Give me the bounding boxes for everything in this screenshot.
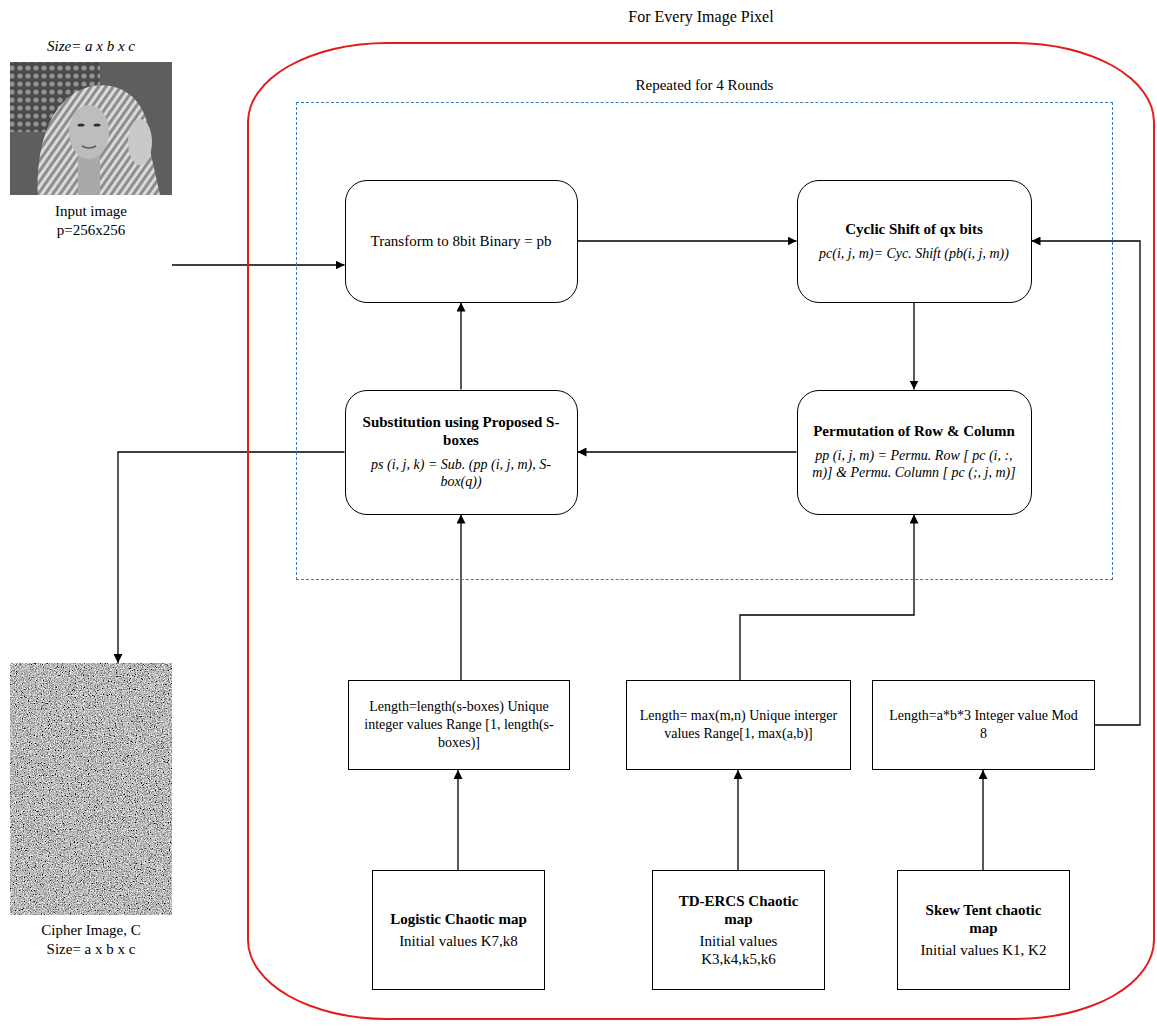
- chaotic-map-box: Skew Tent chaotic mapInitial values K1, …: [897, 870, 1070, 990]
- group-heading: Repeated for 4 Rounds: [297, 77, 1112, 94]
- flow-arrow: [578, 240, 797, 241]
- image-caption: Cipher Image, C Size= a x b x c: [28, 921, 154, 959]
- process-box: Substitution using Proposed S-boxes ps (i…: [345, 390, 578, 515]
- text-group: Substitution using Proposed S-boxes ps (i…: [358, 413, 565, 491]
- initial-values: Initial values K3,k4,k5,k6: [665, 932, 812, 968]
- flow-arrow: [740, 515, 914, 681]
- text-group: Transform to 8bit Binary = pb: [358, 232, 565, 250]
- chaotic-map-box: TD-ERCS Chaotic mapInitial values K3,k4,…: [652, 870, 825, 990]
- text-group: TD-ERCS Chaotic mapInitial values K3,k4,…: [665, 892, 812, 968]
- photo-scarf: [38, 85, 160, 195]
- box-title: Logistic Chaotic map: [385, 910, 532, 928]
- formula: pp (i, j, m) = Permu. Row [ pc (i, :, m)…: [810, 448, 1019, 482]
- formula: pc(i, j, m)= Cyc. Shift (pb(i, j, m)): [810, 246, 1019, 263]
- box-title: Cyclic Shift of qx bits: [810, 220, 1019, 238]
- initial-values: Initial values K7,k8: [385, 932, 532, 950]
- box-title: Substitution using Proposed S-boxes: [358, 413, 565, 449]
- keystream-box: Length=length(s-boxes) Unique integer va…: [348, 680, 570, 770]
- flow-arrow: [457, 770, 458, 870]
- text-group: Permutation of Row & Column pp (i, j, m) …: [810, 422, 1019, 482]
- photo-hand: [128, 119, 152, 165]
- photo-ground: [10, 62, 172, 195]
- pixel-loop-region: For Every Image PixelRepeated for 4 Roun…: [247, 42, 1155, 1020]
- flow-arrow: [460, 303, 461, 390]
- process-box: Permutation of Row & Column pp (i, j, m) …: [797, 390, 1032, 515]
- box-title: TD-ERCS Chaotic map: [665, 892, 812, 928]
- image-size-label: Size= a x b x c: [10, 38, 172, 55]
- formula: ps (i, j, k) = Sub. (pp (i, j, m), S-box…: [358, 457, 565, 491]
- input-image: Size= a x b x c Input image p=256x256: [10, 38, 172, 300]
- cipher-image: Cipher Image, C Size= a x b x c: [10, 663, 172, 965]
- flow-arrow: [737, 770, 738, 870]
- flow-arrow: [172, 264, 345, 265]
- box-title: Permutation of Row & Column: [810, 422, 1019, 440]
- image-caption: Input image p=256x256: [36, 202, 146, 240]
- box-text: Length=a*b*3 Integer value Mod 8: [885, 707, 1082, 743]
- chaotic-map-box: Logistic Chaotic mapInitial values K7,k8: [372, 870, 545, 990]
- initial-values: Initial values K1, K2: [910, 941, 1057, 959]
- cipher-photo: [10, 663, 172, 915]
- flow-arrow: [982, 770, 983, 870]
- text-group: Cyclic Shift of qx bits pc(i, j, m)= Cyc.…: [810, 220, 1019, 263]
- box-text: Length= max(m,n) Unique interger values …: [639, 707, 838, 743]
- text-group: Length= max(m,n) Unique interger values …: [639, 707, 838, 743]
- photo-eye: [94, 123, 101, 126]
- region-heading: For Every Image Pixel: [249, 8, 1153, 26]
- process-box: Cyclic Shift of qx bits pc(i, j, m)= Cyc.…: [797, 180, 1032, 303]
- flow-arrow: [1032, 241, 1141, 725]
- photo-eye: [78, 123, 85, 126]
- box-title: Skew Tent chaotic map: [910, 901, 1057, 937]
- text-group: Length=a*b*3 Integer value Mod 8: [885, 707, 1082, 743]
- flow-arrow: [118, 452, 345, 663]
- text-group: Logistic Chaotic mapInitial values K7,k8: [385, 910, 532, 950]
- flow-arrow: [460, 515, 461, 681]
- keystream-box: Length= max(m,n) Unique interger values …: [626, 680, 851, 770]
- box-text: Length=length(s-boxes) Unique integer va…: [361, 698, 557, 753]
- text-group: Skew Tent chaotic mapInitial values K1, …: [910, 901, 1057, 959]
- photo-face: [69, 105, 109, 159]
- input-photo: [10, 62, 172, 195]
- rounds-group: Repeated for 4 RoundsTransform to 8bit B…: [296, 102, 1113, 580]
- text-group: Length=length(s-boxes) Unique integer va…: [361, 698, 557, 753]
- box-text: Transform to 8bit Binary = pb: [358, 232, 565, 250]
- flow-arrow: [913, 303, 914, 390]
- flow-arrow: [578, 451, 797, 452]
- photo-mouth: [82, 146, 96, 148]
- process-box: Transform to 8bit Binary = pb: [345, 180, 578, 303]
- keystream-box: Length=a*b*3 Integer value Mod 8: [872, 680, 1095, 770]
